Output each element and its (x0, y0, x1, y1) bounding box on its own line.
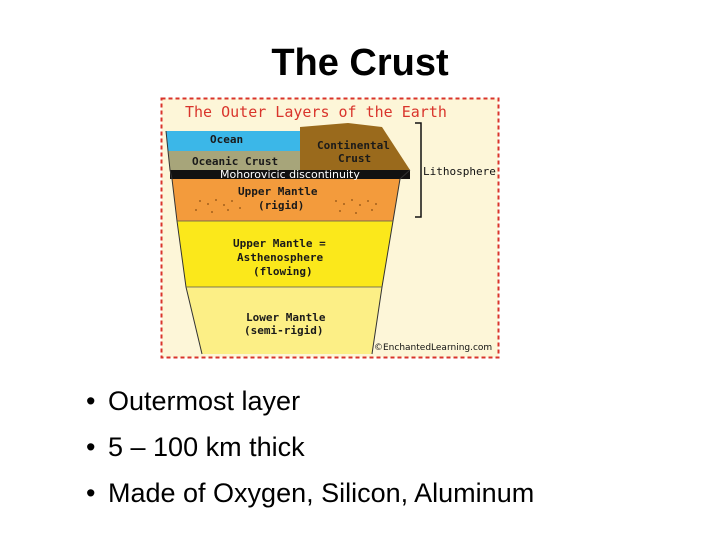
upper-mantle-rigid-layer (172, 179, 400, 221)
asthenosphere-label-line2: Asthenosphere (237, 251, 323, 264)
upper-mantle-rigid-label: (rigid) (258, 199, 304, 212)
diagram-title: The Outer Layers of the Earth (185, 103, 447, 121)
bullet-text: 5 – 100 km thick (108, 432, 305, 462)
moho-boundary (170, 170, 410, 179)
lithosphere-bracket (415, 122, 422, 218)
bullet-text: Outermost layer (108, 386, 301, 416)
continental-crust-label-line1: Continental (317, 139, 390, 152)
upper-mantle-label: Upper Mantle (238, 185, 318, 198)
ocean-label: Ocean (210, 133, 243, 146)
bullet-dot-icon: • (86, 386, 96, 416)
moho-label: Mohorovicic discontinuity (220, 168, 360, 181)
bullet-text: Made of Oxygen, Silicon, Aluminum (108, 478, 535, 508)
earth-layers-diagram: The Outer Layers of the Earth Ocean (160, 97, 500, 359)
lower-mantle-label-line1: Lower Mantle (246, 311, 326, 324)
asthenosphere-label-line1: Upper Mantle = (233, 237, 326, 250)
oceanic-crust-layer (168, 151, 300, 170)
asthenosphere-layer (177, 221, 393, 287)
oceanic-crust-label: Oceanic Crust (192, 155, 278, 168)
asthenosphere-label-line3: (flowing) (253, 265, 313, 278)
bullet-list: • Outermost layer • 5 – 100 km thick • Made… (86, 378, 534, 516)
lower-mantle-label-line2: (semi-rigid) (244, 324, 323, 337)
slide-title: The Crust (271, 42, 449, 84)
bullet-item: • Made of Oxygen, Silicon, Aluminum (86, 470, 534, 516)
bullet-item: • Outermost layer (86, 378, 534, 424)
continental-crust-label-line2: Crust (338, 152, 371, 165)
ocean-layer (166, 131, 300, 151)
lithosphere-label: Lithosphere (423, 165, 496, 178)
bullet-dot-icon: • (86, 478, 96, 508)
earth-layers-svg: The Outer Layers of the Earth Ocean (160, 97, 500, 359)
lower-mantle-layer (186, 287, 382, 354)
credit-label: ©EnchantedLearning.com (374, 343, 492, 353)
rigid-mantle-texture (195, 199, 377, 214)
bullet-item: • 5 – 100 km thick (86, 424, 534, 470)
continental-crust-layer (300, 123, 410, 170)
bullet-dot-icon: • (86, 432, 96, 462)
